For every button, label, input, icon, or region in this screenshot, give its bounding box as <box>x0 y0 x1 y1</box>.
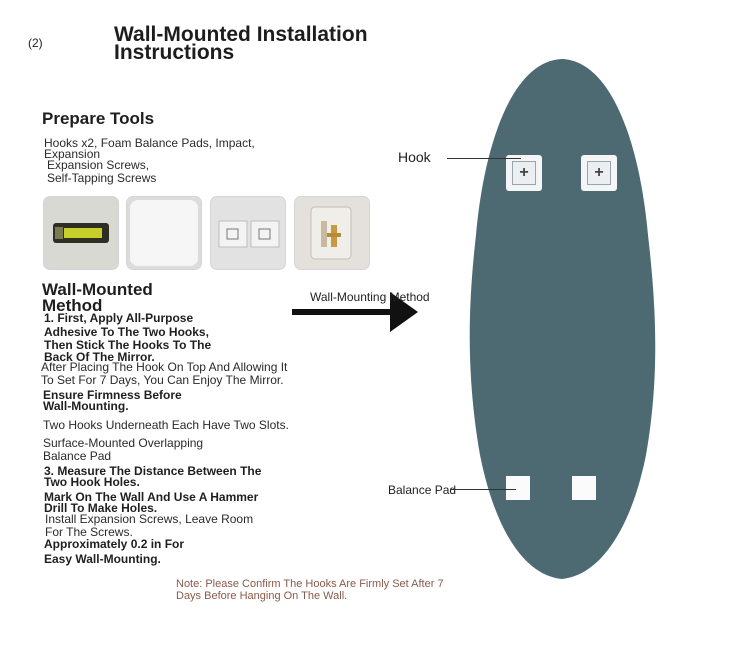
balance-pad-right <box>572 476 596 500</box>
step-line: Adhesive To The Two Hooks, <box>44 325 209 339</box>
tool-photo-screws <box>44 197 118 269</box>
title-line-2: Instructions <box>114 41 235 64</box>
hooks-icon <box>211 197 285 269</box>
anchor-bag-icon <box>295 197 369 269</box>
step-line: Ensure Firmness Before <box>43 388 182 402</box>
step-line: Approximately 0.2 in For <box>44 537 185 551</box>
pad-leader-line <box>450 489 516 490</box>
hook-right: + <box>581 155 617 191</box>
screw-pack-icon <box>44 197 118 269</box>
step-badge: (2) <box>28 36 43 50</box>
tools-line: Hooks x2, Foam Balance Pads, Impact, <box>44 136 255 150</box>
method-heading: Wall-Mounted Method <box>42 280 242 315</box>
mirror-back <box>469 59 656 579</box>
pad-label: Balance Pad <box>388 483 457 497</box>
method-heading-line-1: Wall-Mounted <box>42 280 153 299</box>
tool-photo-anchors <box>295 197 369 269</box>
warning-note: Note: Please Confirm The Hooks Are Firml… <box>176 578 496 602</box>
step-line: To Set For 7 Days, You Can Enjoy The Mir… <box>41 373 284 387</box>
note-line-1: Note: Please Confirm The Hooks Are Firml… <box>176 578 444 590</box>
step-line: For The Screws. <box>45 525 133 539</box>
foam-pad-icon <box>127 197 201 269</box>
step-line: Install Expansion Screws, Leave Room <box>45 512 254 526</box>
tools-line: Expansion Screws, <box>47 158 150 172</box>
step-line: Balance Pad <box>43 449 112 463</box>
step-line: Two Hook Holes. <box>44 475 140 489</box>
step-line: Mark On The Wall And Use A Hammer <box>44 490 259 504</box>
tool-photo-hooks <box>211 197 285 269</box>
page-title: Wall-Mounted Installation Instructions <box>114 23 414 64</box>
hook-label: Hook <box>398 149 431 165</box>
balance-pad-left <box>506 476 530 500</box>
arrow-label: Wall-Mounting Method <box>310 290 430 304</box>
step-line: Drill To Make Holes. <box>44 501 158 515</box>
step-line: Easy Wall-Mounting. <box>44 552 161 566</box>
step-line: 3. Measure The Distance Between The <box>44 464 262 478</box>
step-line: Wall-Mounting. <box>43 399 129 413</box>
step-line: Surface-Mounted Overlapping <box>43 436 204 450</box>
note-line-2: Days Before Hanging On The Wall. <box>176 590 348 602</box>
hook-leader-line <box>447 158 521 159</box>
tools-line: Expansion <box>44 147 101 161</box>
step-line: Two Hooks Underneath Each Have Two Slots… <box>43 418 289 432</box>
right-arrow-icon <box>292 292 418 332</box>
step-line: After Placing The Hook On Top And Allowi… <box>41 360 288 374</box>
step-line: 1. First, Apply All-Purpose <box>44 311 194 325</box>
method-heading-line-2: Method <box>42 296 103 315</box>
tool-photo-pad <box>127 197 201 269</box>
hook-left: + <box>506 155 542 191</box>
plus-icon: + <box>512 161 536 185</box>
title-line-1: Wall-Mounted Installation <box>114 23 368 46</box>
step-line: Then Stick The Hooks To The <box>44 338 212 352</box>
tools-line: Self-Tapping Screws <box>47 171 157 185</box>
step-line: Back Of The Mirror. <box>44 350 155 364</box>
mirror-diagram <box>469 59 656 579</box>
tools-heading: Prepare Tools <box>42 109 155 128</box>
plus-icon: + <box>587 161 611 185</box>
